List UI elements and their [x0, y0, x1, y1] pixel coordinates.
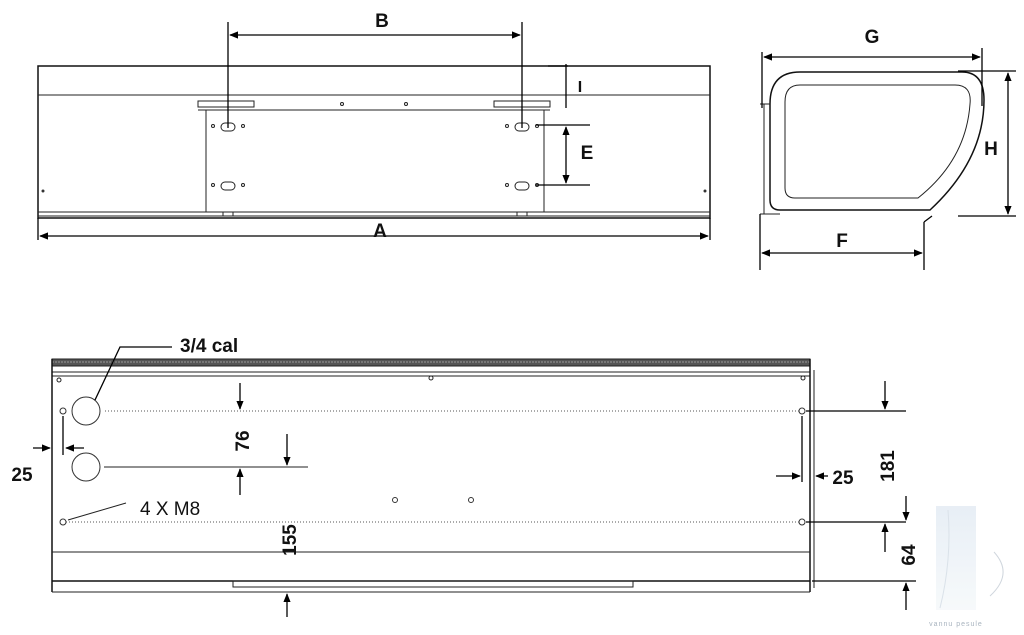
dim-pipe-spacing: 76	[233, 430, 254, 451]
front-view: B I E A	[37, 11, 711, 242]
bottom-view: 3/4 cal 4 X M8 25 76 155 25 181 64	[11, 336, 920, 617]
bolt-spec-label: 4 X M8	[140, 499, 200, 520]
dim-label-i: I	[578, 79, 582, 96]
dim-label-b: B	[375, 11, 389, 32]
dim-label-g: G	[865, 27, 880, 48]
dim-label-h: H	[984, 139, 998, 160]
bolt-hole	[59, 407, 67, 415]
watermark-text: vannu pesule	[929, 621, 983, 628]
mounting-bracket	[197, 100, 551, 217]
dim-right-offset: 25	[832, 468, 854, 489]
dim-label-f: F	[836, 231, 848, 252]
bolt-hole	[798, 407, 806, 415]
dim-label-a: A	[373, 221, 387, 242]
side-profile-outer	[769, 71, 985, 211]
pipe-connection-lower	[71, 452, 101, 482]
side-profile-inner	[784, 84, 971, 199]
bolt-hole	[59, 518, 67, 526]
dim-bottom-offset: 155	[280, 524, 301, 556]
front-casing	[37, 65, 711, 219]
watermark-logo: vannu pesule	[929, 506, 1004, 628]
pipe-size-label: 3/4 cal	[180, 336, 238, 357]
dim-left-offset: 25	[11, 465, 33, 486]
pipe-connection-upper	[71, 396, 101, 426]
dim-right-bottom: 64	[899, 544, 920, 566]
dim-right-height: 181	[878, 450, 899, 482]
side-view: G H F	[759, 27, 1016, 270]
bolt-hole	[798, 518, 806, 526]
dim-label-e: E	[581, 143, 594, 164]
